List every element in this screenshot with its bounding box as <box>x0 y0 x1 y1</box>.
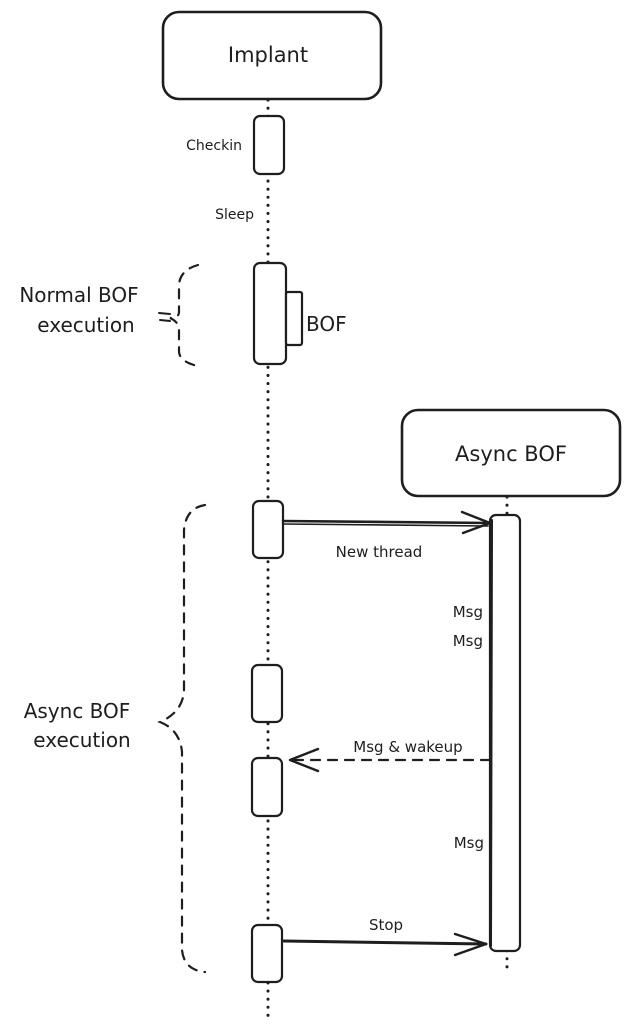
normal-bof-label-line2: execution <box>37 313 134 337</box>
stop-label: Stop <box>369 916 403 934</box>
async-bof-participant[interactable]: Async BOF <box>400 408 622 498</box>
stop-activation <box>250 923 284 984</box>
new-thread-arrowhead <box>460 510 492 535</box>
checkin-label: Checkin <box>186 138 242 154</box>
implant-participant[interactable]: Implant <box>161 10 383 101</box>
normal-bof-activation <box>252 261 288 366</box>
async-bof-label: Async BOF <box>455 442 567 466</box>
normal-bof-label-line1: Normal BOF <box>19 283 138 307</box>
async-bof-exec-label-line2: execution <box>33 728 130 752</box>
bof-label: BOF <box>306 312 347 336</box>
msg-label-1: Msg <box>453 603 483 621</box>
async-bof-exec-label-line1: Async BOF <box>24 699 131 723</box>
async-bof-brace <box>157 503 207 974</box>
msg-wakeup-message: Msg & wakeup <box>288 738 492 773</box>
async-bof-activation <box>488 513 522 953</box>
implant-box <box>161 10 383 101</box>
stop-arrowhead <box>453 932 488 957</box>
msg-label-3: Msg <box>454 834 484 852</box>
bof-nested-activation <box>284 290 304 347</box>
normal-bof-brace-tick-2 <box>159 319 171 322</box>
async-bof-box <box>400 408 622 498</box>
msg-wakeup-arrowhead <box>288 747 320 773</box>
sleep-label: Sleep <box>215 207 254 223</box>
new-thread-line-2 <box>283 523 489 527</box>
implant-label: Implant <box>228 43 308 67</box>
msg-label-2: Msg <box>453 632 483 650</box>
wakeup-activation <box>250 756 284 818</box>
stop-line <box>282 939 488 946</box>
stop-message: Stop <box>282 916 488 957</box>
normal-bof-brace-tick <box>158 312 171 315</box>
normal-bof-brace <box>169 263 200 368</box>
msg-wakeup-label: Msg & wakeup <box>353 738 462 756</box>
new-thread-line <box>281 519 492 525</box>
new-thread-activation <box>251 499 285 560</box>
checkin-activation <box>252 114 286 176</box>
new-thread-label: New thread <box>336 543 423 561</box>
new-thread-message: New thread <box>281 510 492 561</box>
async-bof-activation-edge <box>490 519 493 947</box>
idle-activation <box>250 663 284 724</box>
